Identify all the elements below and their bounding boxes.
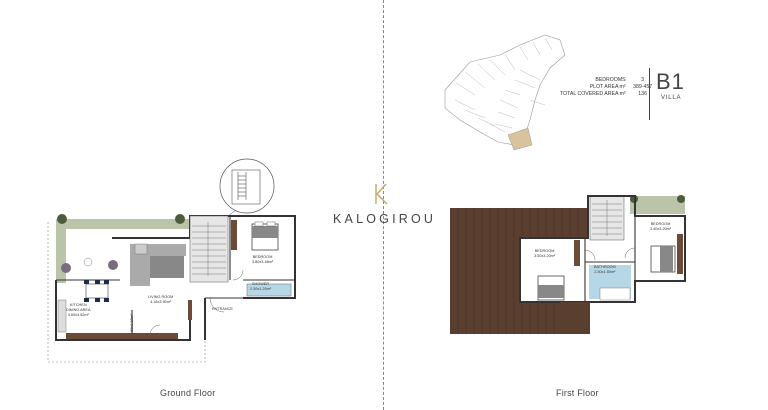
floor-divider (383, 0, 384, 410)
model-code: B1 (656, 69, 685, 94)
stat-bedrooms-value: 3 (641, 77, 645, 83)
stat-plot-label: PLOT AREA m² (589, 84, 626, 90)
stat-plot-value: 389-457 (633, 84, 653, 90)
brand-name: KALOGIROU (333, 212, 437, 226)
stat-covered-label: TOTAL COVERED AREA m² (560, 91, 626, 97)
stats-table: BEDROOMS 3 PLOT AREA m² 389-457 TOTAL COVE… (560, 77, 654, 98)
first-floor-caption: First Floor (556, 388, 599, 398)
site-active-plot (507, 127, 533, 151)
stat-bedrooms-label: BEDROOMS (595, 77, 626, 83)
model-type: VILLA (661, 95, 682, 101)
ground-floor-caption: Ground Floor (160, 388, 216, 398)
stats-separator (649, 68, 650, 120)
gf-entrance-label: ENTRANCE (212, 307, 233, 311)
stat-covered-value: 136 (638, 91, 647, 97)
